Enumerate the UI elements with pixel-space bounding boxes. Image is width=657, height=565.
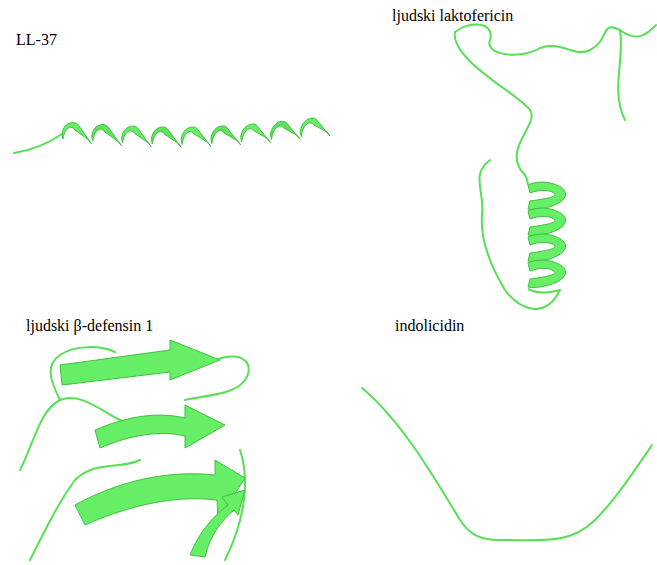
beta-strand [60,340,220,385]
alpha-helix [528,182,566,209]
alpha-helix [92,125,122,146]
coil-loop [455,24,656,54]
structure-label: ljudski laktofericin [392,6,513,25]
alpha-helix [270,121,300,139]
alpha-helix [241,124,271,142]
alpha-helix [62,123,92,144]
coil-tail [14,134,62,153]
indolicidin-coil [362,388,652,540]
structure-label: indolicidin [395,316,464,335]
alpha-helix [211,126,241,145]
alpha-helix [122,126,152,147]
coil-loop [618,30,625,120]
coil-loop [525,175,560,293]
structure-label: ljudski β-defensin 1 [26,316,153,335]
beta-strand [95,405,225,448]
alpha-helix [151,127,181,147]
alpha-helix [181,127,211,147]
alpha-helix [528,234,566,261]
structure-label: LL-37 [16,30,57,49]
coil-loop [455,32,532,175]
alpha-helix [300,118,330,136]
beta-strand [190,490,245,557]
alpha-helix [528,260,566,287]
alpha-helix [528,208,566,235]
